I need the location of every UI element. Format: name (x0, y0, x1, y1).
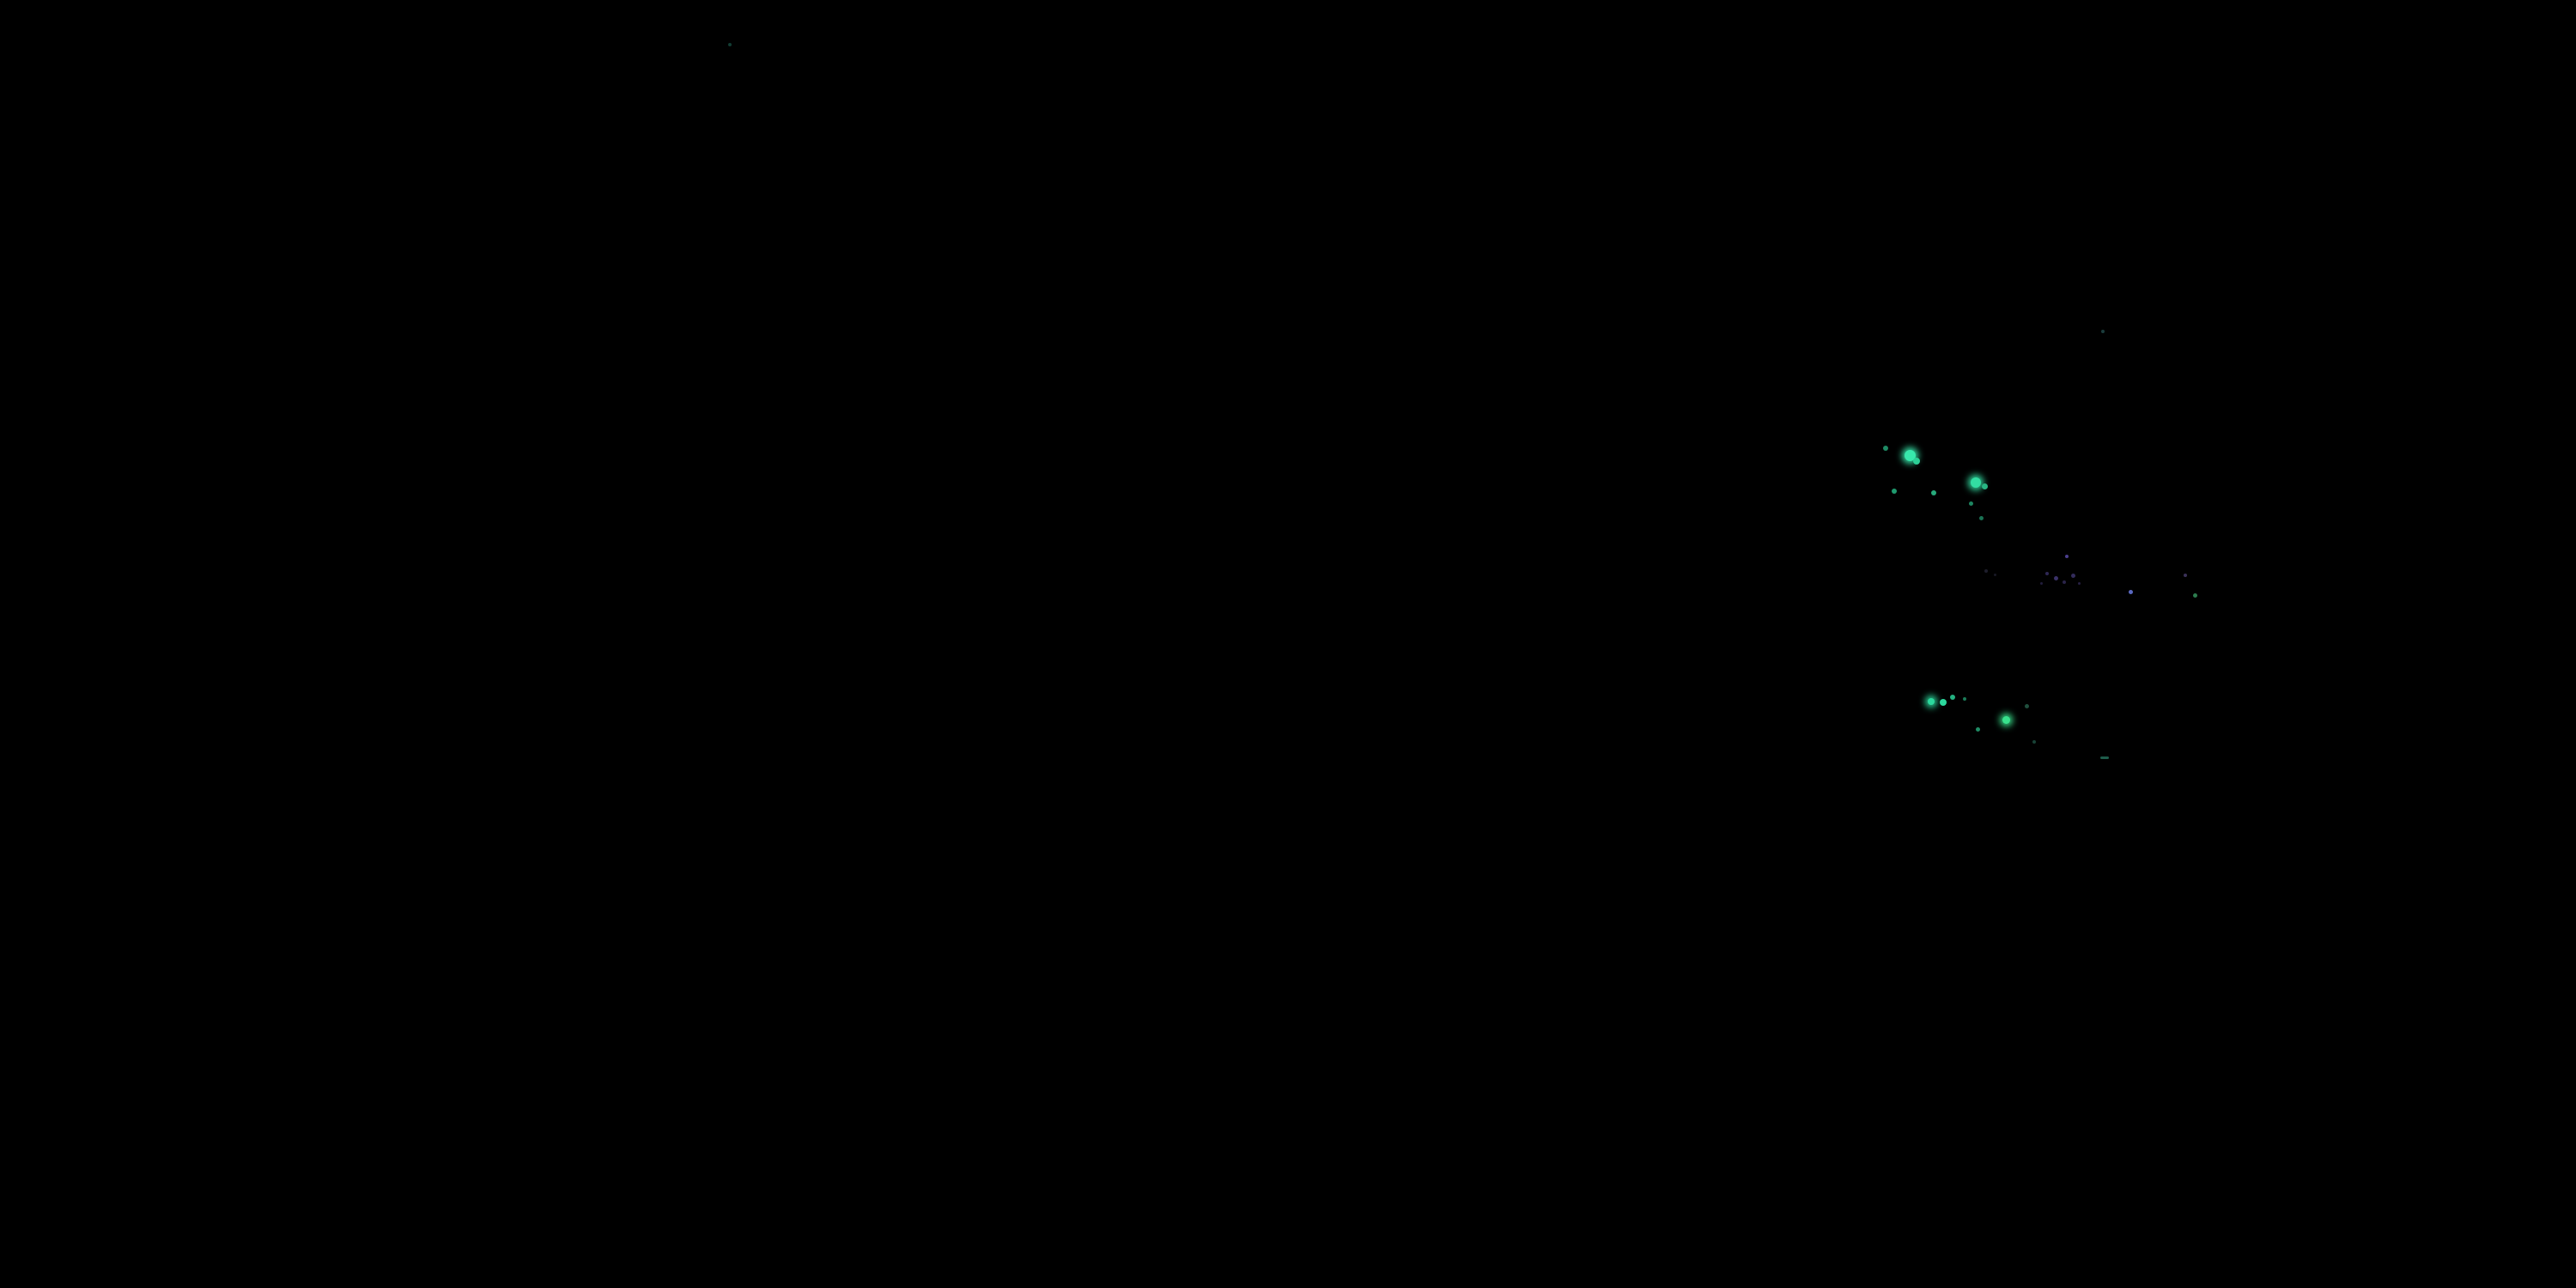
glow-particle (1994, 574, 1996, 576)
glow-particle (2025, 704, 2029, 708)
glow-particle (2002, 716, 2010, 724)
glow-particle (1963, 697, 1966, 701)
glow-particle (2193, 593, 2197, 598)
glow-particle (1931, 490, 1936, 495)
glow-particle (1905, 450, 1916, 461)
glow-particle (2078, 582, 2081, 585)
glow-particle (2032, 740, 2036, 744)
glow-particle (2063, 580, 2066, 584)
glow-particle (1940, 699, 1947, 706)
glow-particle (2054, 576, 2058, 580)
glow-particle (1976, 727, 1980, 732)
glow-particle (728, 43, 732, 46)
glow-particle (2101, 330, 2105, 333)
glow-particle (2071, 574, 2075, 578)
glow-particle (1928, 698, 1935, 705)
glow-particle (2065, 555, 2069, 558)
glow-particle (1982, 483, 1988, 489)
glow-particle (2045, 572, 2049, 575)
glow-particle (1883, 446, 1888, 451)
glow-particle (1892, 489, 1897, 494)
glow-particle (2184, 574, 2187, 577)
glow-particle (1950, 695, 1955, 700)
glow-particle (1913, 458, 1920, 465)
glow-particle (2040, 582, 2043, 585)
glow-particle (1984, 569, 1988, 573)
glow-particle (1971, 477, 1981, 488)
glow-particle (1969, 501, 1973, 506)
glow-particle (2100, 756, 2109, 759)
glow-particle (2129, 590, 2133, 594)
glow-particle (1979, 516, 1984, 520)
